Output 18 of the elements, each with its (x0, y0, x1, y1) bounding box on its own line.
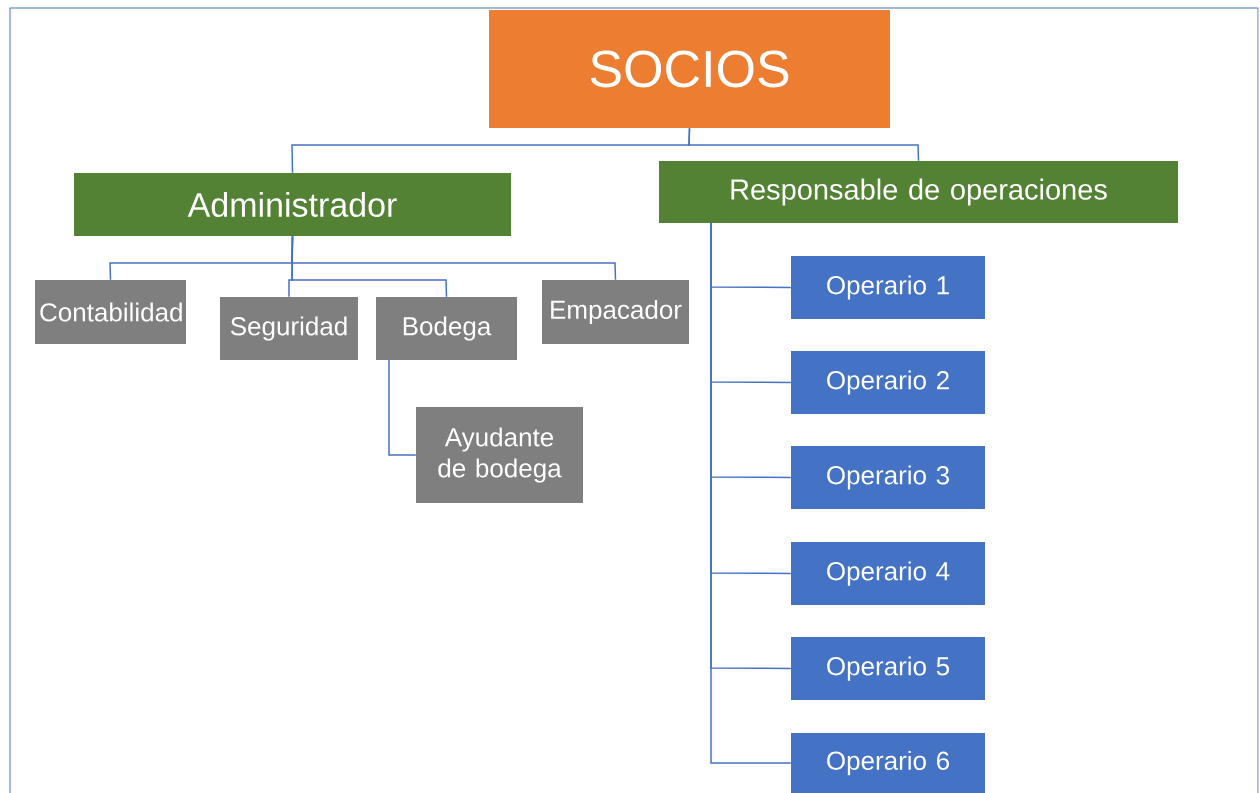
operator-box: Operario 5 (791, 637, 985, 700)
department-box: Ayudante de bodega (416, 407, 583, 503)
operator-box: Operario 3 (791, 446, 985, 509)
department-box: Empacador (542, 280, 689, 344)
department-box: Contabilidad (35, 280, 186, 344)
connector-line (688, 127, 920, 162)
role-box: Administrador (74, 173, 511, 236)
department-box: Bodega (376, 297, 517, 360)
connector-line (388, 359, 417, 456)
connector-line (291, 235, 617, 281)
operator-box: Operario 2 (791, 351, 985, 414)
operator-box: Operario 4 (791, 542, 985, 605)
connector-line (710, 222, 792, 764)
department-box: Seguridad (220, 297, 358, 360)
role-box: Responsable de operaciones (659, 161, 1178, 223)
operator-box: Operario 6 (791, 733, 985, 793)
operator-box: Operario 1 (791, 256, 985, 319)
title-box: SOCIOS (489, 10, 890, 128)
